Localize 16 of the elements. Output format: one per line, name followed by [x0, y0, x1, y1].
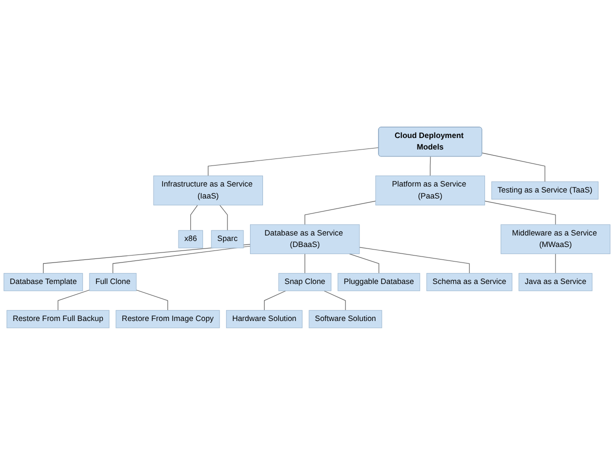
connector: [219, 204, 228, 231]
connector: [359, 247, 470, 274]
connector: [304, 254, 306, 274]
connector: [482, 152, 546, 182]
connector: [430, 156, 431, 176]
connector: [190, 204, 198, 231]
connector: [324, 290, 346, 311]
connector: [112, 246, 251, 274]
connector: [136, 290, 168, 311]
connector: [208, 147, 380, 176]
connector: [58, 290, 90, 311]
connector: [555, 254, 556, 274]
connector: [304, 200, 376, 225]
connector: [264, 290, 286, 311]
connector: [348, 254, 380, 274]
connector: [484, 200, 556, 225]
